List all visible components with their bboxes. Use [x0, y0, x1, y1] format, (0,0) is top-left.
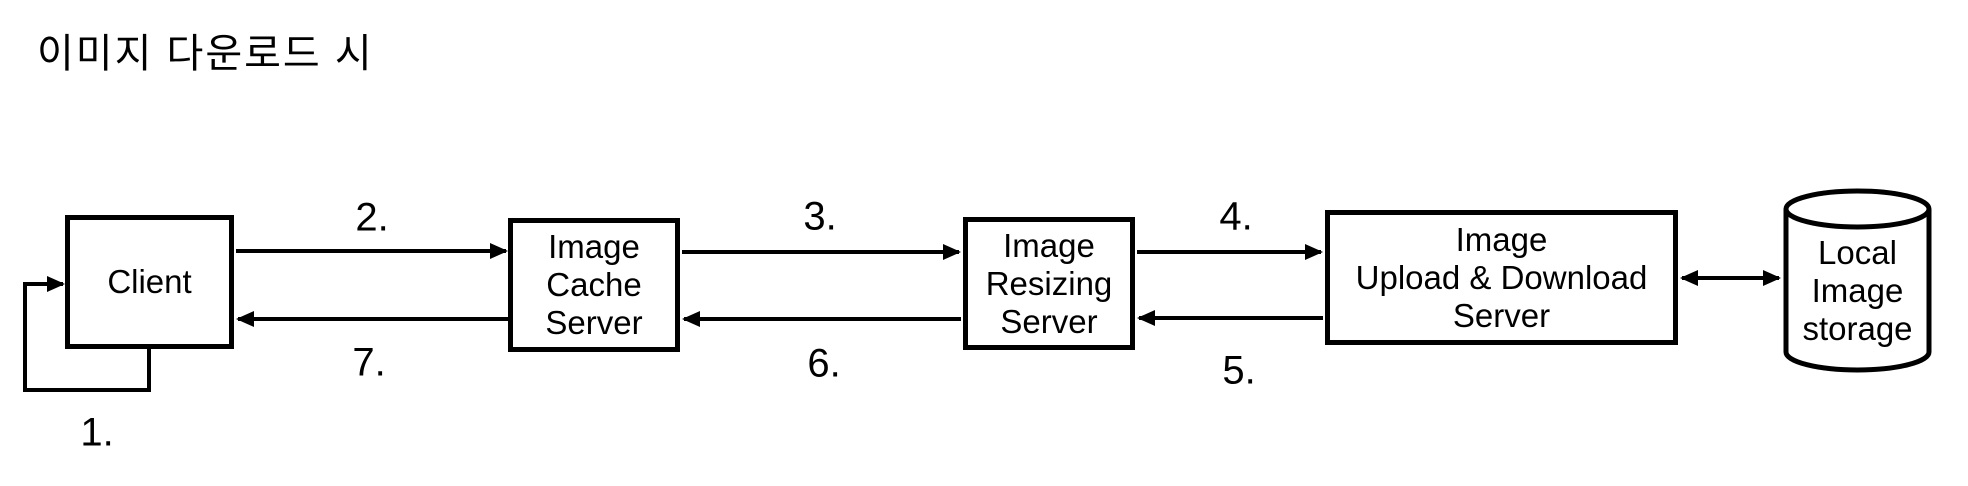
step-label-3: 3.	[803, 194, 837, 239]
node-client-label: Client	[107, 263, 192, 300]
node-image-resizing-server-label: Image Resizing Server	[985, 226, 1113, 340]
step-label-4: 4.	[1219, 194, 1253, 239]
diagram-title: 이미지 다운로드 시	[37, 32, 374, 76]
node-image-upload-download-server: Image Upload & Download Server	[1325, 210, 1678, 345]
node-image-cache-server: Image Cache Server	[508, 218, 680, 352]
step-label-2: 2.	[355, 195, 389, 240]
step-label-6: 6.	[807, 341, 841, 386]
self-loop-arrow-step-1	[23, 276, 151, 392]
node-image-cache-server-label: Image Cache Server	[545, 228, 643, 341]
node-client: Client	[65, 215, 234, 349]
step-label-5: 5.	[1222, 348, 1256, 393]
node-local-image-storage-label: Local Image storage	[1802, 234, 1913, 347]
node-image-resizing-server: Image Resizing Server	[963, 217, 1135, 350]
node-local-image-storage: Local Image storage	[1783, 188, 1932, 373]
node-image-upload-download-server-label: Image Upload & Download Server	[1355, 220, 1648, 334]
step-label-1: 1.	[80, 410, 114, 455]
database-cylinder-icon	[1783, 188, 1932, 373]
step-label-7: 7.	[352, 340, 386, 385]
